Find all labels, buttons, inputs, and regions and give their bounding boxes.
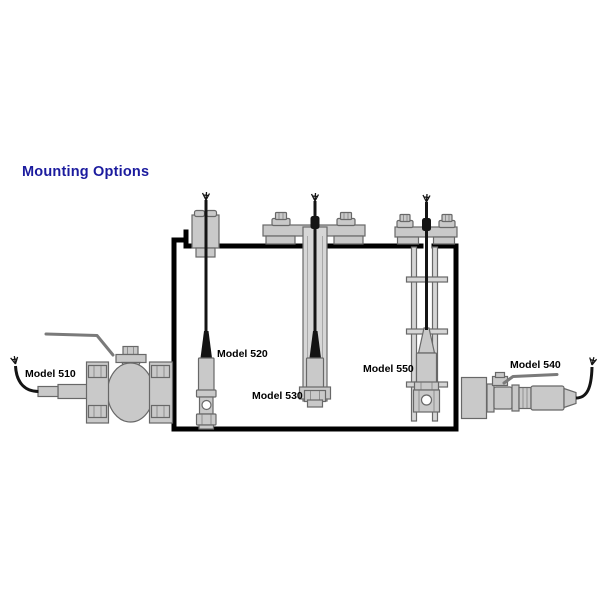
wall-block-540 [460, 376, 488, 420]
cable-end-icon [9, 354, 20, 366]
cable-end-icon [422, 193, 431, 203]
hex-nut-520 [195, 413, 217, 426]
model-550-assembly [394, 193, 458, 422]
model-540-assembly [460, 355, 598, 420]
tank-wall [171, 237, 459, 432]
flange-bolts-510 [87, 364, 171, 419]
label-model-540: Model 540 [510, 359, 561, 371]
sensor-cable-540 [575, 366, 594, 400]
label-model-530: Model 530 [252, 390, 303, 402]
cable-boot-530 [309, 331, 321, 358]
flange-bolts-530 [271, 211, 356, 227]
hex-coupling-540 [518, 386, 532, 410]
valve-pipe-510 [57, 383, 89, 400]
valve-handle-540 [502, 373, 559, 385]
label-model-520: Model 520 [217, 348, 268, 360]
page-title: Mounting Options [22, 164, 150, 180]
cable-end-icon [310, 192, 320, 202]
cable-end-icon [201, 191, 211, 201]
tank-top-line [183, 229, 424, 249]
sensor-cable-510 [14, 365, 39, 393]
valve-ring-540 [511, 384, 520, 412]
tank-outline [171, 229, 459, 432]
valve-body-540 [493, 386, 513, 410]
valve-handle-510 [44, 332, 115, 357]
model-510-assembly [9, 332, 174, 424]
flange-bolts-550 [396, 213, 456, 229]
valve-body-510 [106, 362, 155, 423]
cable-boot-520 [200, 331, 212, 358]
label-model-550: Model 550 [363, 363, 414, 375]
sensor-body-530 [305, 357, 325, 392]
sensing-hole-520 [201, 399, 212, 411]
sensor-fitting-510 [37, 385, 59, 398]
sensor-body-540 [530, 385, 565, 411]
valve-stem-nut-510 [122, 345, 139, 356]
cable-end-icon [587, 355, 598, 367]
sensor-550 [412, 327, 441, 413]
sensor-520 [195, 331, 217, 430]
label-model-510: Model 510 [25, 368, 76, 380]
model-530-assembly [262, 192, 366, 408]
sensor-body-520 [197, 357, 215, 393]
sensor-body-550 [415, 352, 438, 385]
valve-ring-540 [486, 383, 495, 413]
sensor-taper-540 [563, 387, 577, 409]
valve-stem-plate-510 [115, 353, 147, 364]
model-520-assembly [191, 191, 220, 430]
sensing-hole-550 [420, 394, 433, 406]
sensor-530 [298, 331, 332, 408]
